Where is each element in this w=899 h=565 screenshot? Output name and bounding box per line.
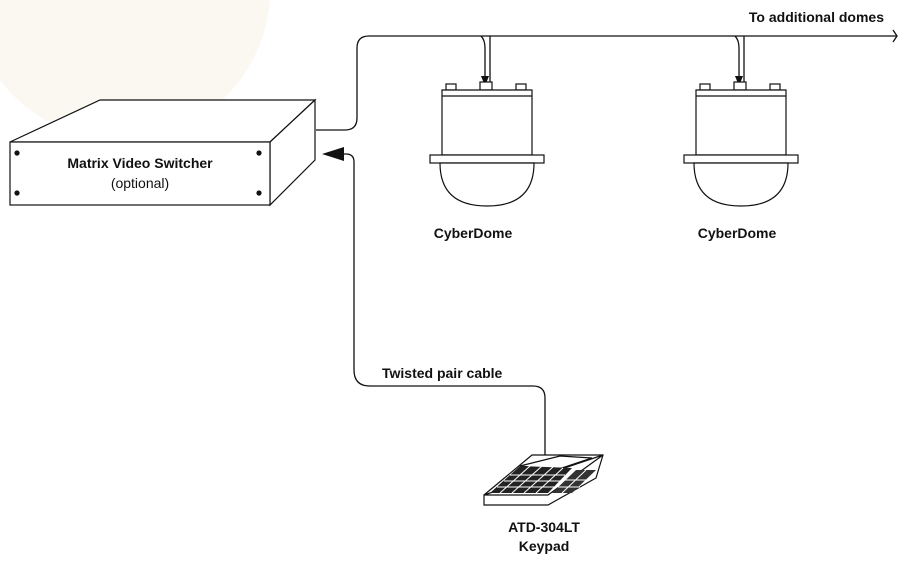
matrix-video-switcher: Matrix Video Switcher (optional) bbox=[9, 98, 317, 207]
video-bus-cable bbox=[316, 29, 898, 131]
dome-1-label: CyberDome bbox=[434, 225, 513, 241]
switcher-subtitle: (optional) bbox=[111, 175, 169, 191]
twisted-pair-cable bbox=[322, 147, 546, 455]
cable-label: Twisted pair cable bbox=[382, 365, 503, 381]
keypad-name: Keypad bbox=[519, 538, 570, 554]
cyberdome-1: CyberDome bbox=[429, 81, 545, 241]
cyberdome-2: CyberDome bbox=[683, 81, 799, 241]
switcher-title: Matrix Video Switcher bbox=[67, 155, 213, 171]
keypad-model: ATD-304LT bbox=[508, 519, 580, 535]
additional-domes-label: To additional domes bbox=[749, 9, 884, 25]
dome-2-label: CyberDome bbox=[698, 225, 777, 241]
keypad-icon bbox=[483, 454, 604, 506]
